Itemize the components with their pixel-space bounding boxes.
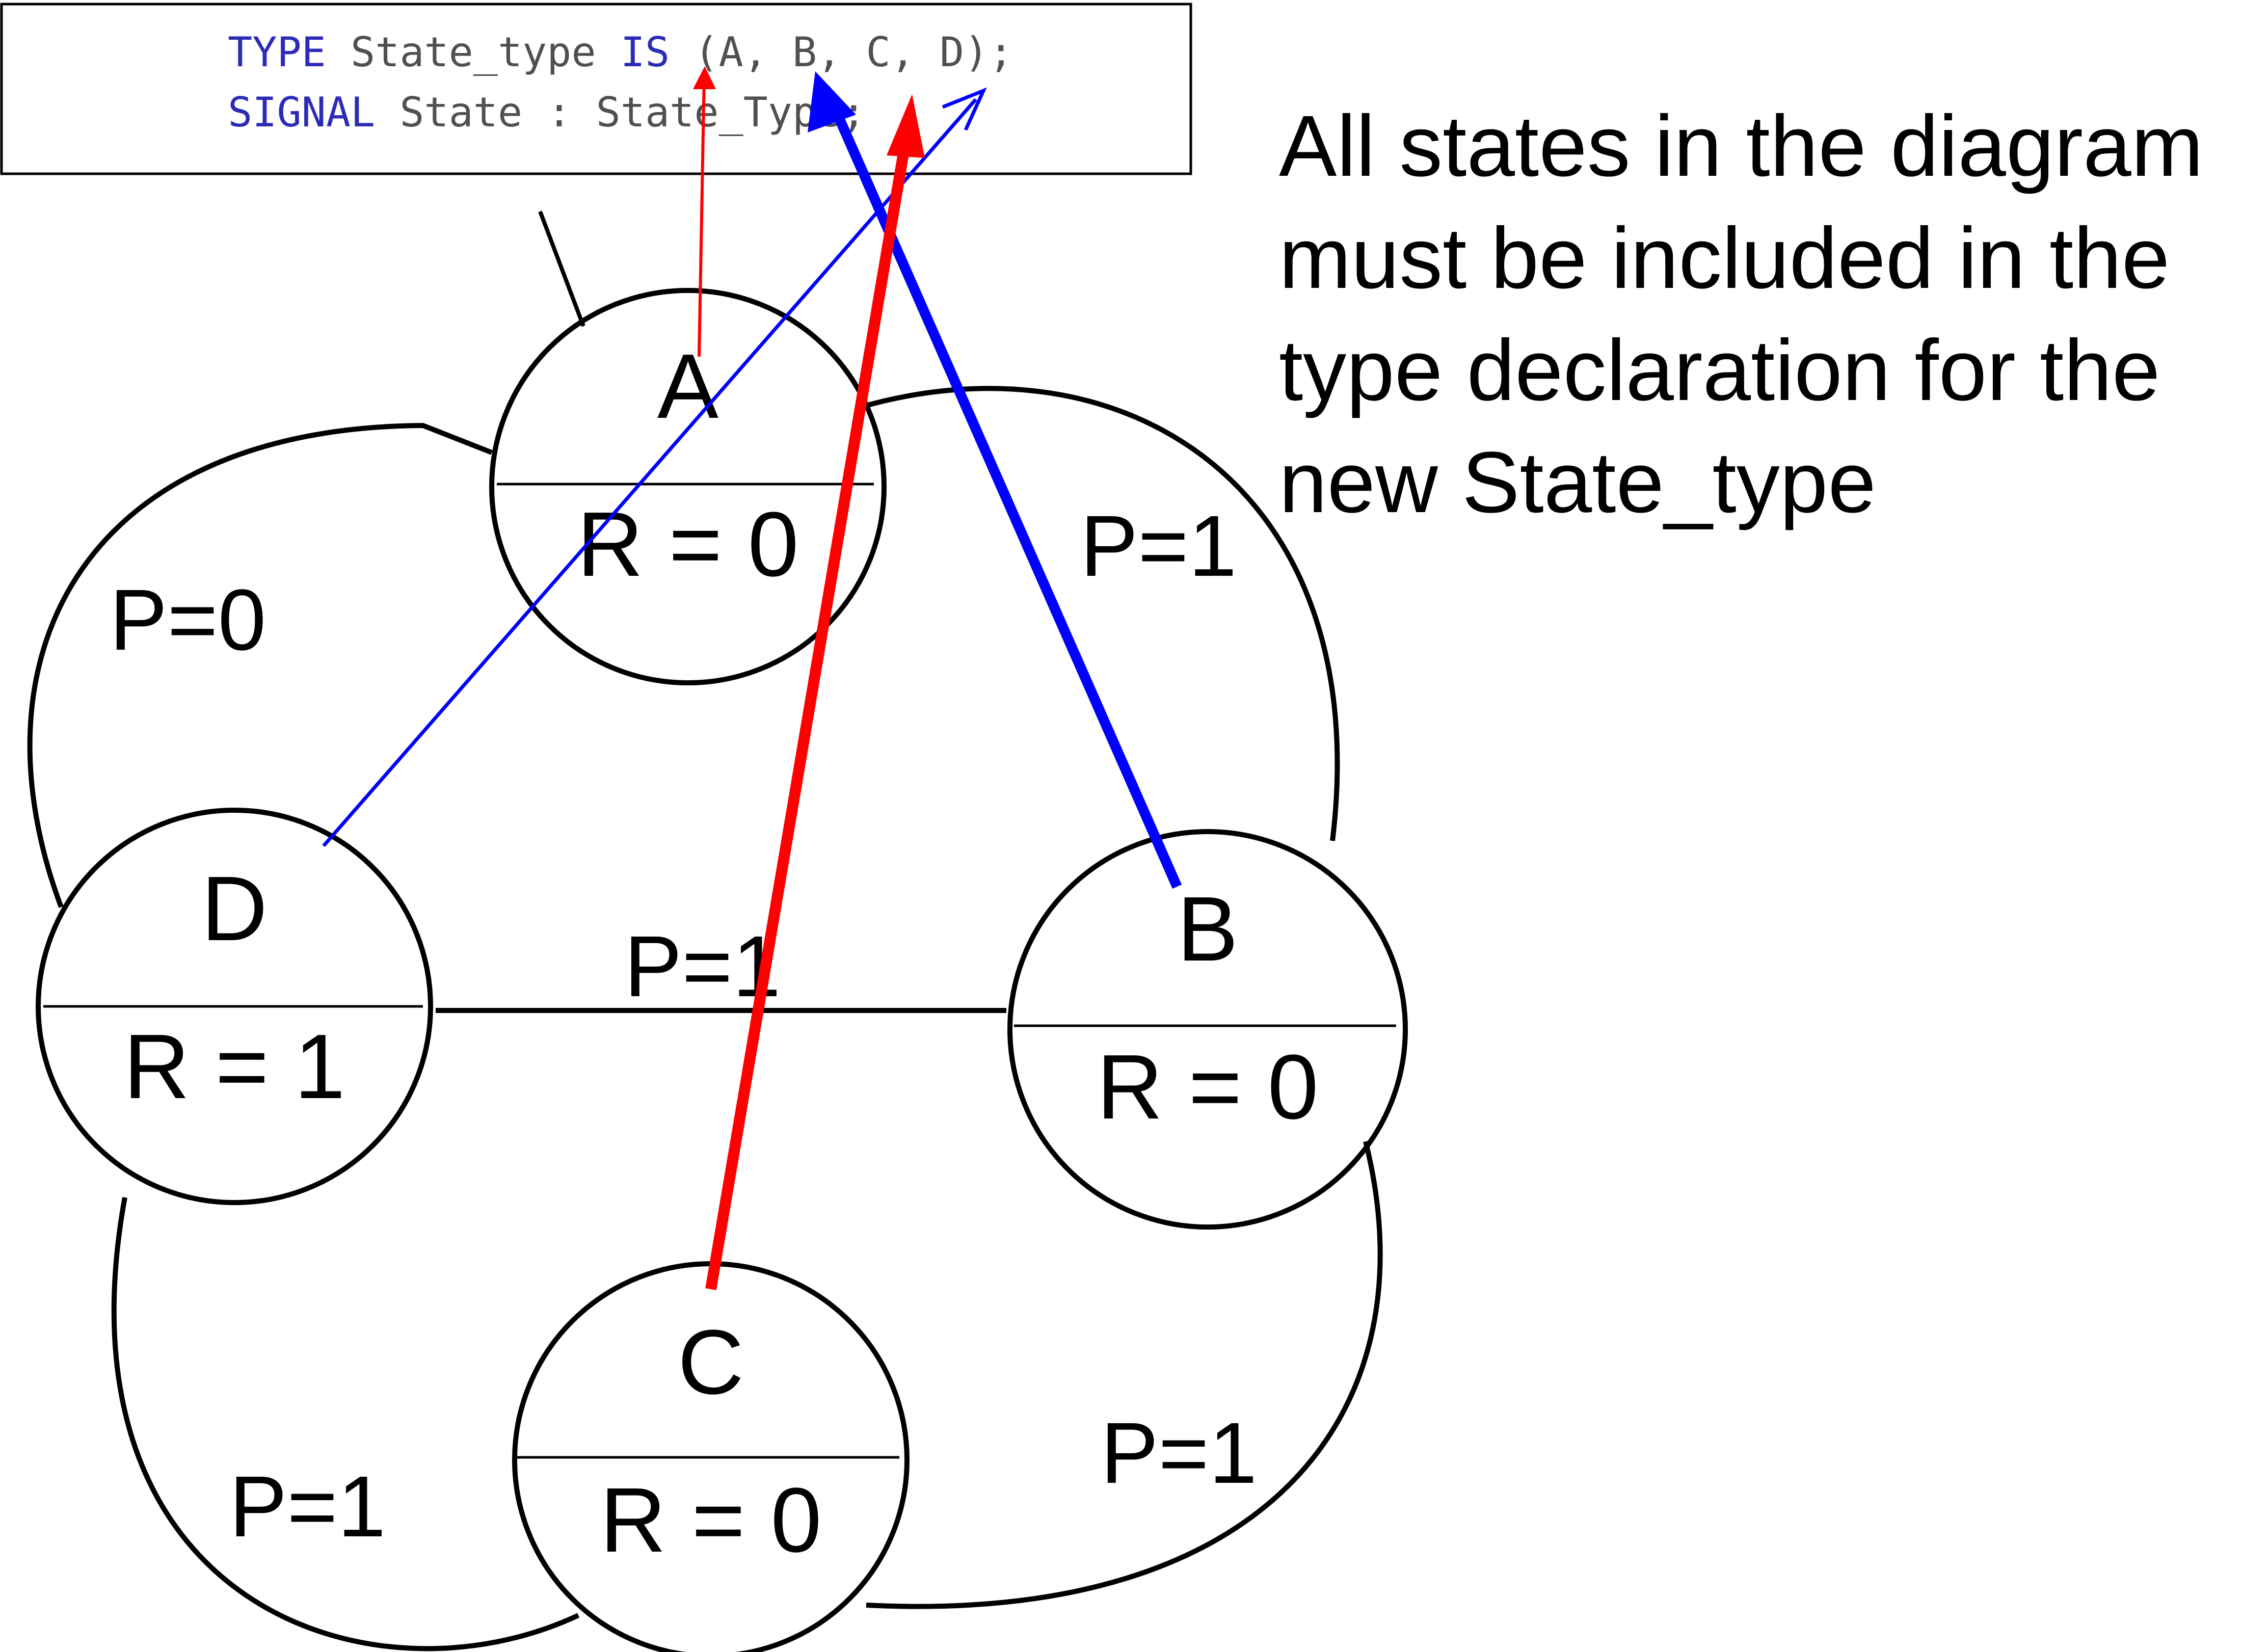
edge-c-to-d bbox=[111, 1197, 580, 1651]
state-c-output: R = 0 bbox=[600, 1469, 821, 1571]
map-arrow-c bbox=[705, 131, 913, 1290]
code-state-d: D bbox=[940, 29, 964, 76]
note-line-2: must be included in the bbox=[1279, 210, 2170, 307]
state-b-output: R = 0 bbox=[1097, 1036, 1318, 1138]
code-type-name: State_type bbox=[351, 29, 596, 76]
code-line-1: TYPE State_type IS (A, B, C, D); bbox=[56, 29, 1136, 76]
state-d-name: D bbox=[201, 858, 268, 960]
state-b: B R = 0 bbox=[1007, 829, 1408, 1230]
code-state-a: A bbox=[718, 29, 743, 76]
code-state-c: C bbox=[866, 29, 890, 76]
note-line-1: All states in the diagram bbox=[1279, 98, 2203, 195]
reset-arrow bbox=[538, 210, 585, 327]
code-box-frame bbox=[0, 3, 1192, 175]
code-keyword-type: TYPE bbox=[228, 29, 326, 76]
label-a-to-b: P=1 bbox=[1080, 498, 1237, 595]
state-d-output: R = 1 bbox=[123, 1016, 345, 1118]
map-arrow-b-head bbox=[808, 71, 856, 132]
map-arrow-a bbox=[698, 76, 706, 357]
edge-b-to-c bbox=[866, 1140, 1383, 1609]
edge-a-to-b bbox=[858, 386, 1340, 841]
code-box: TYPE State_type IS (A, B, C, D); SIGNAL … bbox=[0, 3, 1192, 175]
map-arrow-d bbox=[322, 98, 977, 847]
code-close: ); bbox=[964, 29, 1013, 76]
state-a-name: A bbox=[657, 335, 718, 438]
code-state-b: B bbox=[792, 29, 817, 76]
state-c-name: C bbox=[678, 1311, 744, 1414]
state-d-circle bbox=[36, 808, 433, 1205]
state-b-name: B bbox=[1177, 878, 1238, 980]
state-b-circle bbox=[1007, 829, 1408, 1230]
note-line-4: new State_type bbox=[1279, 434, 1876, 531]
mapping-arrows bbox=[322, 66, 1182, 1290]
map-arrow-d-head bbox=[942, 87, 987, 131]
note-text: All states in the diagram must be includ… bbox=[1279, 98, 2227, 531]
code-signal-type: State_Type bbox=[596, 89, 842, 136]
edge-d-to-a bbox=[27, 422, 493, 908]
transitions bbox=[27, 210, 1383, 1651]
code-line-2: SIGNAL State : State_Type; bbox=[56, 89, 989, 136]
map-arrow-a-head bbox=[693, 66, 716, 89]
code-open-paren: ( bbox=[694, 29, 718, 76]
map-arrow-c-head bbox=[887, 94, 925, 158]
label-c-to-d: P=1 bbox=[229, 1458, 386, 1555]
code-signal-name: State bbox=[399, 89, 522, 136]
state-d: D R = 1 bbox=[36, 808, 433, 1205]
state-a-output: R = 0 bbox=[577, 493, 798, 596]
state-c: C R = 0 bbox=[512, 1261, 910, 1652]
state-a: A R = 0 bbox=[489, 288, 887, 685]
code-keyword-is: IS bbox=[621, 29, 670, 76]
code-keyword-signal: SIGNAL bbox=[228, 89, 375, 136]
label-d-to-a: P=0 bbox=[110, 572, 266, 669]
label-b-to-c: P=1 bbox=[1101, 1405, 1257, 1502]
state-a-circle bbox=[489, 288, 887, 685]
code-colon: : bbox=[547, 89, 571, 136]
note-line-3: type declaration for the bbox=[1279, 322, 2160, 419]
